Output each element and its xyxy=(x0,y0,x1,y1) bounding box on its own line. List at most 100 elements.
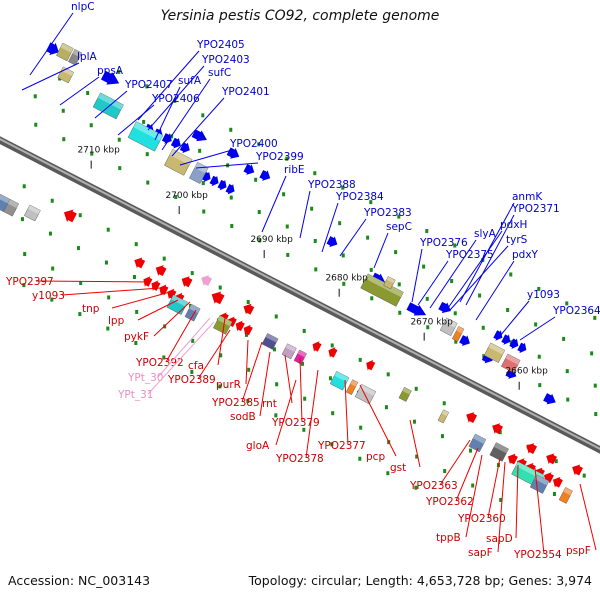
track-dot xyxy=(142,119,146,124)
track-dot xyxy=(201,181,205,186)
reverse-label-leader xyxy=(111,291,171,309)
track-dot xyxy=(565,369,569,374)
track-dot xyxy=(146,180,150,185)
forward-gene-label[interactable]: ppsA xyxy=(97,65,124,77)
forward-gene-label[interactable]: YPO2376 xyxy=(419,237,468,249)
forward-gene-label[interactable]: slyA xyxy=(474,228,497,240)
forward-gene-label[interactable]: YPO2384 xyxy=(335,191,384,203)
reverse-gene-label[interactable]: sapF xyxy=(468,547,493,559)
forward-gene-box xyxy=(383,276,396,290)
forward-gene-label[interactable]: YPO2407 xyxy=(124,79,173,91)
reverse-gene-box xyxy=(281,343,297,360)
reverse-gene-label[interactable]: cfa xyxy=(188,360,204,372)
reverse-label-leader xyxy=(465,454,483,538)
reverse-gene-label[interactable]: purR xyxy=(216,379,241,391)
track-dot xyxy=(509,272,513,277)
track-dot xyxy=(285,224,289,229)
track-dot xyxy=(145,152,149,157)
forward-gene-label[interactable]: YPO2406 xyxy=(151,93,200,105)
reverse-gene-label[interactable]: lpp xyxy=(108,315,125,327)
reverse-gene-label[interactable]: gloA xyxy=(246,440,270,452)
forward-gene-arrow xyxy=(243,164,255,175)
forward-gene-label[interactable]: anmK xyxy=(512,191,543,203)
reverse-gene-arrow xyxy=(167,288,177,300)
forward-gene-label[interactable]: YPO2383 xyxy=(363,207,412,219)
reverse-label-leader xyxy=(137,299,179,321)
forward-gene-label[interactable]: sufA xyxy=(178,75,202,87)
forward-gene-arrow xyxy=(201,171,211,183)
track-dot xyxy=(471,483,475,488)
track-dot xyxy=(257,210,261,215)
reverse-gene-box xyxy=(468,433,487,453)
track-dot xyxy=(565,301,569,306)
reverse-gene-label[interactable]: pspF xyxy=(566,545,591,557)
reverse-gene-label[interactable]: y1093 xyxy=(32,290,65,302)
reverse-gene-label[interactable]: pcp xyxy=(366,451,385,463)
forward-gene-label[interactable]: YPO2371 xyxy=(511,203,560,215)
track-dot xyxy=(190,369,194,374)
forward-gene-label[interactable]: sepC xyxy=(386,221,412,233)
forward-label-leader xyxy=(261,175,287,233)
pseudo-gene-label[interactable]: YPt_30 xyxy=(127,372,163,384)
reverse-label-leader xyxy=(305,369,319,459)
track-dot xyxy=(397,214,401,219)
reverse-gene-label[interactable]: YPO2377 xyxy=(317,440,366,452)
reverse-gene-label[interactable]: YPO2392 xyxy=(135,357,184,369)
forward-gene-label[interactable]: tyrS xyxy=(506,234,528,246)
track-dot xyxy=(590,351,594,356)
forward-gene-label[interactable]: YPO2399 xyxy=(255,151,304,163)
forward-gene-label[interactable]: YPO2401 xyxy=(221,86,270,98)
forward-gene-label[interactable]: ribE xyxy=(284,164,305,176)
track-dot xyxy=(313,238,317,243)
pseudo-gene-label[interactable]: YPt_31 xyxy=(117,389,153,401)
forward-gene-arrow xyxy=(217,179,227,191)
forward-gene-label[interactable]: YPO2388 xyxy=(307,179,356,191)
forward-gene-label[interactable]: YPO2375 xyxy=(445,249,494,261)
track-dot xyxy=(566,397,570,402)
reverse-gene-label[interactable]: YPO2378 xyxy=(275,453,324,465)
reverse-gene-label[interactable]: YPO2362 xyxy=(425,496,474,508)
forward-gene-label[interactable]: YPO2403 xyxy=(201,54,250,66)
forward-gene-label[interactable]: pdxY xyxy=(512,249,539,261)
reverse-label-leader xyxy=(165,309,197,363)
forward-label-leader xyxy=(154,86,181,141)
forward-gene-label[interactable]: YPO2364 xyxy=(552,305,600,317)
tick-label: 2690 kbp xyxy=(250,235,293,245)
reverse-gene-arrow xyxy=(155,265,167,277)
track-dot xyxy=(506,307,510,312)
reverse-gene-label[interactable]: YPO2379 xyxy=(271,417,320,429)
track-dot xyxy=(478,293,482,298)
reverse-gene-label[interactable]: sodB xyxy=(230,411,256,423)
track-dot xyxy=(61,108,65,113)
forward-gene-label[interactable]: YPO2405 xyxy=(196,39,245,51)
reverse-gene-arrow xyxy=(366,359,376,371)
reverse-gene-label[interactable]: sapD xyxy=(486,533,513,545)
track-dot xyxy=(358,357,362,362)
forward-gene-label[interactable]: sufC xyxy=(208,67,231,79)
reverse-gene-label[interactable]: YPO2397 xyxy=(5,276,54,288)
reverse-gene-label[interactable]: rnt xyxy=(262,398,277,410)
reverse-gene-label[interactable]: pykF xyxy=(124,331,149,343)
forward-gene-label[interactable]: nlpC xyxy=(71,1,95,13)
reverse-gene-label[interactable]: YPO2389 xyxy=(167,374,216,386)
forward-gene-box xyxy=(127,121,164,152)
reverse-gene-label[interactable]: YPO2363 xyxy=(409,480,458,492)
track-dot xyxy=(328,376,332,381)
track-dot xyxy=(145,84,149,89)
forward-gene-label[interactable]: pdxH xyxy=(500,219,527,231)
reverse-gene-label[interactable]: gst xyxy=(390,462,406,474)
forward-gene-label[interactable]: lplA xyxy=(77,51,97,63)
reverse-gene-label[interactable]: YPO2354 xyxy=(513,549,562,561)
track-dot xyxy=(132,275,136,280)
reverse-gene-label[interactable]: tnp xyxy=(82,303,100,315)
reverse-gene-label[interactable]: YPO2385 xyxy=(211,397,260,409)
forward-label-leader xyxy=(447,230,503,309)
reverse-gene-label[interactable]: tppB xyxy=(436,532,461,544)
forward-gene-label[interactable]: y1093 xyxy=(527,289,560,301)
track-dot xyxy=(481,325,485,330)
track-dot xyxy=(414,485,418,490)
forward-gene-label[interactable]: YPO2400 xyxy=(229,138,278,150)
reverse-label-leader xyxy=(217,317,226,366)
reverse-gene-label[interactable]: YPO2360 xyxy=(457,513,506,525)
